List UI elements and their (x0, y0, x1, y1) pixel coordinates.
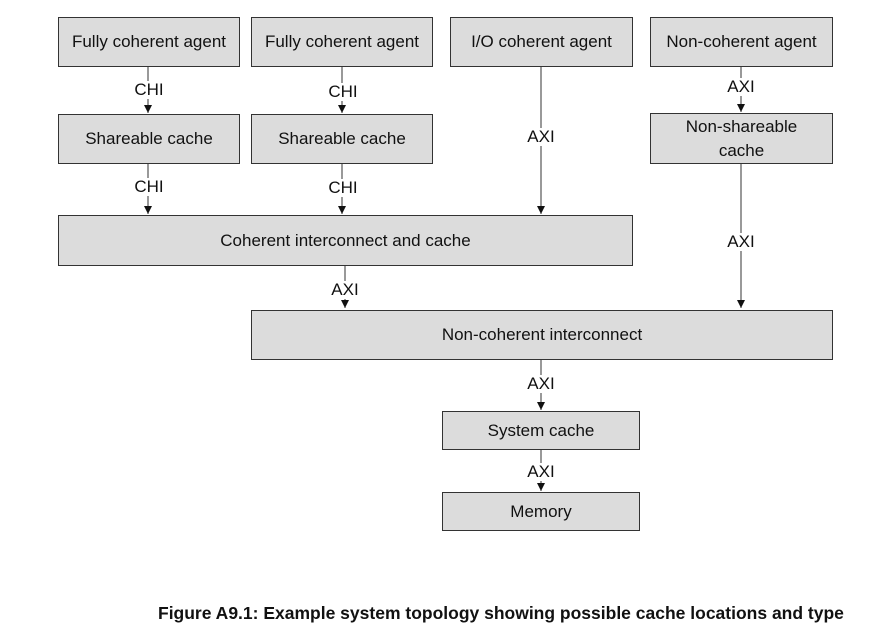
coherent-interconnect-and-cache: Coherent interconnect and cache (58, 215, 633, 266)
link-label-agent1-cache1: CHI (132, 80, 166, 99)
link-label-agent4-cache4: AXI (725, 77, 757, 96)
non-coherent-interconnect: Non-coherent interconnect (251, 310, 833, 360)
fully-coherent-agent-1: Fully coherent agent (58, 17, 240, 67)
link-label-interconnect-noncoherent: AXI (329, 280, 361, 299)
system-cache: System cache (442, 411, 640, 450)
link-label-systemcache-memory: AXI (525, 462, 557, 481)
figure-caption: Figure A9.1: Example system topology sho… (158, 603, 844, 623)
link-label-cache2-interconnect: CHI (326, 178, 360, 197)
memory: Memory (442, 492, 640, 531)
fully-coherent-agent-2: Fully coherent agent (251, 17, 433, 67)
non-coherent-agent: Non-coherent agent (650, 17, 833, 67)
non-shareable-cache: Non-shareable cache (650, 113, 833, 164)
io-coherent-agent: I/O coherent agent (450, 17, 633, 67)
shareable-cache-2: Shareable cache (251, 114, 433, 164)
link-label-agent3-interconnect: AXI (525, 127, 557, 146)
shareable-cache-1: Shareable cache (58, 114, 240, 164)
link-label-noncoherent-systemcache: AXI (525, 374, 557, 393)
link-label-cache1-interconnect: CHI (132, 177, 166, 196)
link-label-agent2-cache2: CHI (326, 82, 360, 101)
link-label-cache4-noncoherent: AXI (725, 232, 757, 251)
